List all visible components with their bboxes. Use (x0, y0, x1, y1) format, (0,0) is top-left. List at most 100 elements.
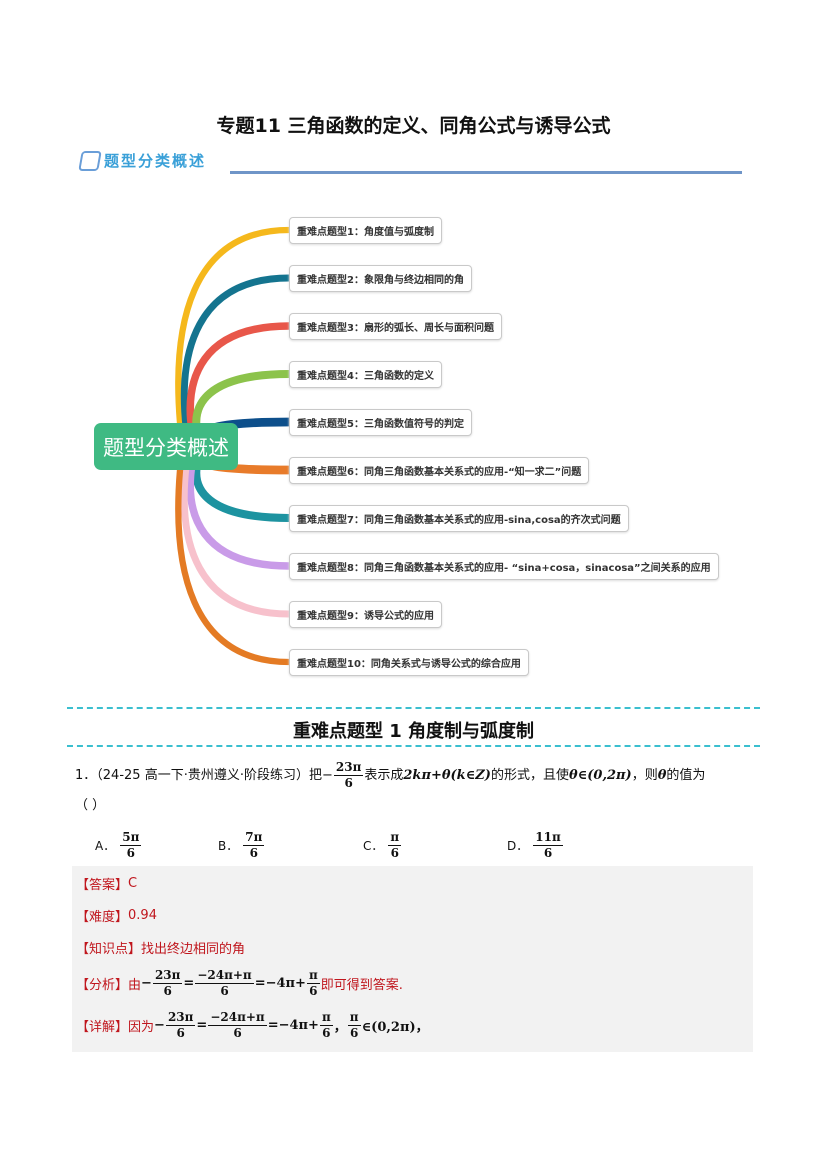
option-letter: D． (507, 839, 529, 853)
math-expr: ∈(0,2π)， (361, 1020, 429, 1035)
minus: − (321, 768, 333, 783)
denominator: 6 (390, 846, 399, 860)
denominator: 6 (349, 1026, 359, 1040)
equals: = (183, 976, 195, 991)
knowledge-row: 【知识点】找出终边相同的角 (76, 938, 245, 957)
denominator: 6 (322, 1026, 331, 1040)
numerator: 5π (120, 830, 142, 846)
equals: = (196, 1018, 208, 1033)
answer-label: 【答案】 (76, 878, 129, 893)
minus: − (141, 976, 152, 991)
numerator: 23π (152, 968, 183, 984)
mindmap-branch (186, 322, 293, 435)
section-title: 重难点题型 1 角度制与弧度制 (292, 721, 535, 742)
minus: − (154, 1018, 165, 1033)
mindmap-branch (192, 456, 294, 523)
math-expr: θ∈(0,2π) (568, 768, 632, 783)
overview-label: 题型分类概述 (104, 152, 207, 170)
denominator: 6 (309, 984, 318, 998)
numerator: π (319, 1010, 333, 1026)
numerator: 11π (533, 830, 563, 846)
difficulty-value: 0.94 (128, 908, 157, 923)
mindmap-node: 重难点题型4：三角函数的定义 (289, 361, 442, 388)
detail-text: 因为 (128, 1020, 155, 1035)
mindmap-node: 重难点题型7：同角三角函数基本关系式的应用-sina,cosa的齐次式问题 (289, 505, 629, 532)
mindmap-node: 重难点题型2：象限角与终边相同的角 (289, 265, 472, 292)
mindmap-branch (180, 274, 293, 431)
denominator: 6 (220, 984, 229, 998)
comma: ， (333, 1020, 347, 1035)
mindmap-node: 重难点题型8：同角三角函数基本关系式的应用- “sina+cosa，sinaco… (289, 553, 719, 580)
mindmap-node: 重难点题型6：同角三角函数基本关系式的应用-“知一求二”问题 (289, 457, 590, 484)
difficulty-label: 【难度】 (76, 910, 129, 925)
question-text: 的值为 (666, 768, 706, 783)
denominator: 6 (126, 846, 135, 860)
header-divider (230, 171, 742, 174)
mindmap-branches (175, 226, 294, 666)
denominator: 6 (233, 1026, 242, 1040)
question-source: （24-25 高一下·贵州遵义·阶段练习） (96, 768, 309, 783)
answer-panel (72, 866, 753, 1052)
mindmap-branch (175, 466, 293, 666)
detail-label: 【详解】 (76, 1020, 129, 1035)
difficulty-row: 【难度】0.94 (76, 906, 157, 925)
question-text: 把 (308, 768, 322, 783)
mindmap-center-node: 题型分类概述 (94, 423, 238, 470)
option-letter: B． (218, 839, 239, 853)
mindmap-node: 重难点题型10：同角关系式与诱导公式的综合应用 (289, 649, 529, 676)
question-number: 1． (75, 768, 97, 783)
analysis-text: 由 (128, 978, 142, 993)
answer-blank: （ ） (75, 798, 106, 813)
math-expr: 2kπ+θ(k∈Z) (403, 768, 491, 783)
answer-value: C (128, 876, 138, 891)
mindmap-branch (175, 226, 293, 427)
mindmap-node: 重难点题型9：诱导公式的应用 (289, 601, 442, 628)
denominator: 6 (543, 846, 553, 860)
mindmap-node: 重难点题型1：角度值与弧度制 (289, 217, 442, 244)
option-letter: A． (95, 839, 116, 853)
section-divider-bottom (67, 745, 760, 747)
numerator: 7π (243, 830, 265, 846)
numerator: π (306, 968, 320, 984)
answer-row: 【答案】C (76, 874, 137, 893)
math-expr: =−4π+ (267, 1018, 319, 1033)
option-letter: C． (363, 839, 384, 853)
analysis-text: 即可得到答案. (320, 978, 403, 993)
analysis-label: 【分析】 (76, 978, 129, 993)
question-text: ，则 (631, 768, 658, 783)
denominator: 6 (176, 1026, 185, 1040)
mindmap-branch (180, 463, 293, 618)
section-divider-top (67, 707, 760, 709)
overview-header: 题型分类概述 (78, 150, 207, 171)
mindmap-branch (186, 460, 293, 570)
numerator: −24π+π (195, 968, 254, 984)
knowledge-label: 【知识点】 (76, 942, 142, 957)
math-expr: =−4π+ (254, 976, 306, 991)
numerator: 23π (165, 1010, 196, 1026)
mindmap-node: 重难点题型3：扇形的弧长、周长与面积问题 (289, 313, 502, 340)
question-text: 表示成 (364, 768, 404, 783)
denominator: 6 (344, 776, 353, 790)
math-expr: θ (657, 768, 667, 783)
page-title: 专题11 三角函数的定义、同角公式与诱导公式 (216, 115, 611, 137)
numerator: π (388, 830, 402, 846)
denominator: 6 (249, 846, 258, 860)
numerator: 23π (333, 760, 364, 776)
